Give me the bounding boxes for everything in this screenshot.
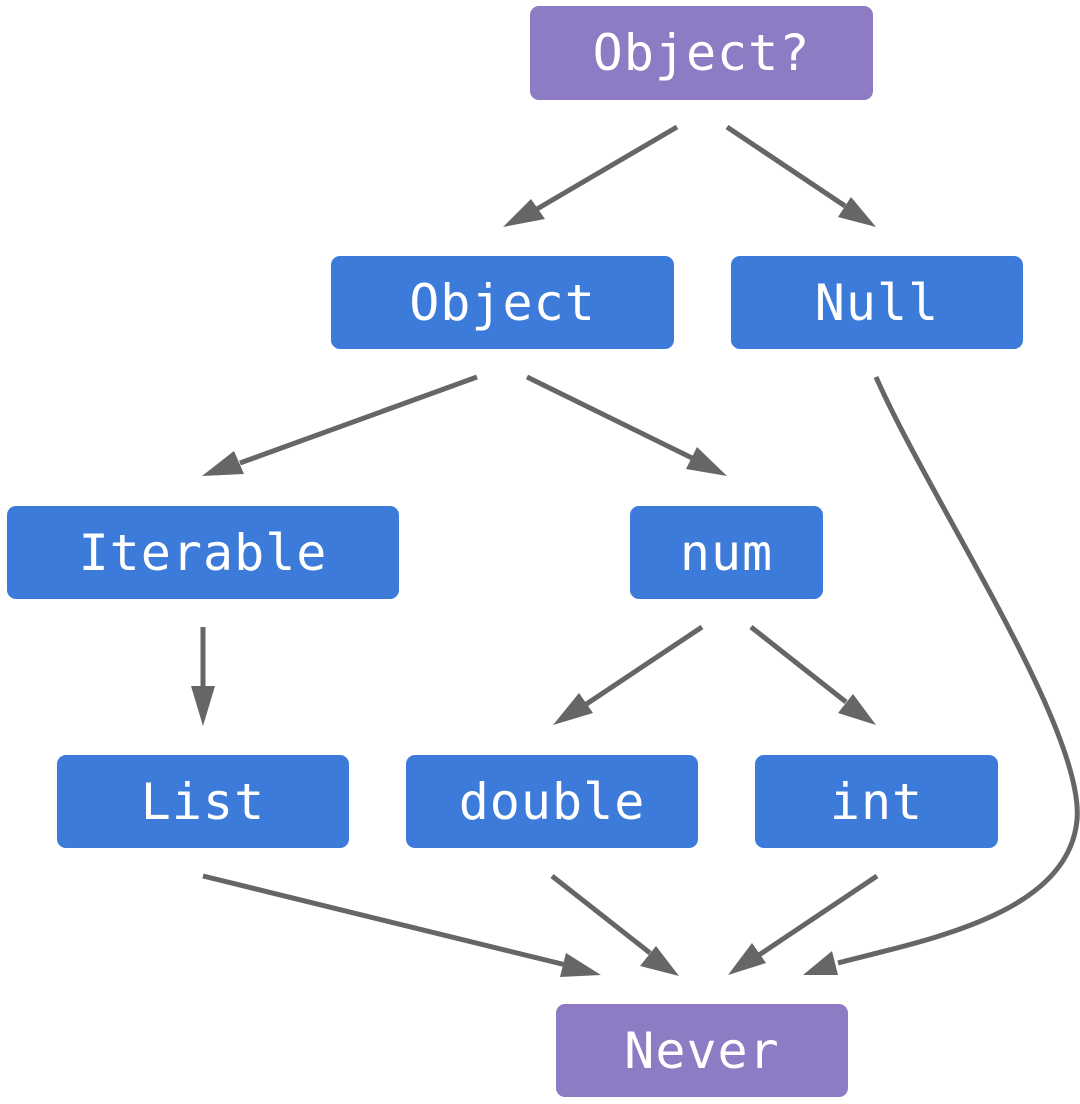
node-never: Never [556, 1004, 848, 1097]
node-iterable: Iterable [7, 506, 399, 599]
arrowhead-iterable [202, 451, 244, 476]
arrowhead-never-from-double [640, 946, 679, 976]
arrowhead-never-from-null [803, 951, 838, 975]
node-int: int [755, 755, 998, 848]
arrowhead-list [191, 686, 215, 726]
edge-num-to-double [583, 624, 704, 708]
arrowhead-never-from-int [728, 943, 766, 975]
edge-object-nullable-to-object [535, 124, 679, 212]
node-double: double [406, 755, 698, 848]
node-num: num [630, 506, 823, 599]
edge-int-to-never [757, 873, 879, 958]
arrowhead-never-from-list [560, 953, 601, 977]
edge-list-to-never [202, 873, 567, 968]
arrowhead-null [838, 197, 876, 227]
node-null: Null [731, 256, 1023, 349]
arrowhead-num [686, 447, 727, 476]
edge-num-to-int [749, 625, 848, 704]
edge-object-to-iterable [239, 374, 478, 466]
arrowhead-object [503, 199, 545, 227]
edge-null-to-never [837, 375, 1080, 966]
edge-object-nullable-to-null [725, 124, 847, 209]
node-object: Object [331, 256, 674, 349]
edge-double-to-never [550, 874, 652, 955]
edge-object-to-num [525, 374, 694, 461]
arrowhead-int [838, 694, 876, 725]
node-object-nullable: Object? [530, 6, 873, 100]
arrowhead-double [553, 693, 593, 725]
node-list: List [57, 755, 349, 848]
